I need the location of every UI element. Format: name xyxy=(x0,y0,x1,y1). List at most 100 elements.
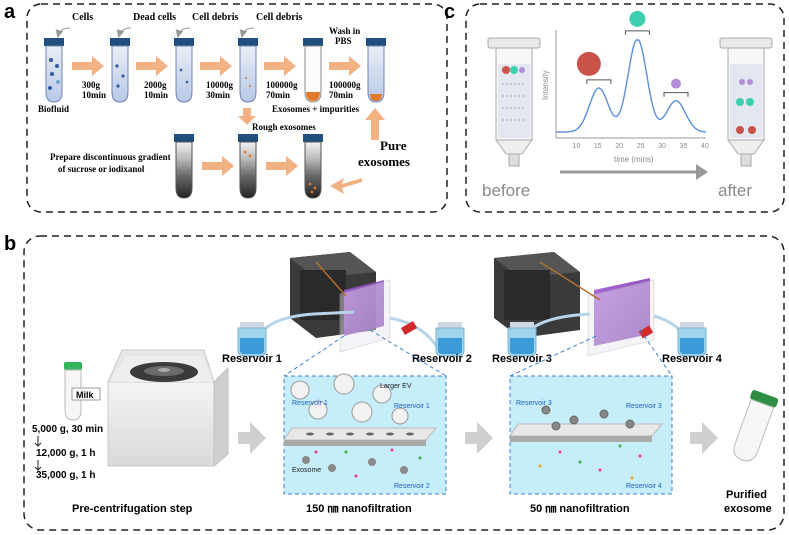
filtration-device-1 xyxy=(252,252,442,355)
tube-step-5 xyxy=(303,38,323,103)
after-label: after xyxy=(718,181,752,200)
peak-particle xyxy=(671,78,681,89)
spin-g-3: 10000g xyxy=(206,80,234,90)
chromatogram-line xyxy=(556,39,707,133)
x-axis-label: time (mins) xyxy=(614,155,654,164)
peak-bracket xyxy=(663,92,689,97)
right-arrow-icon xyxy=(465,422,493,454)
zoom1-exosome: Exosome xyxy=(292,467,321,474)
label-cell-debris-2: Cell debris xyxy=(256,12,302,23)
purified-exosome-tube xyxy=(733,390,779,462)
zoom1-reservoir-1-left: Reservoir 1 xyxy=(292,400,328,407)
panel-b-label: b xyxy=(4,233,16,255)
spin-g-2: 2000g xyxy=(144,80,167,90)
peak-bracket xyxy=(624,30,650,35)
peak-particle xyxy=(576,51,601,76)
reservoir-1-label: Reservoir 1 xyxy=(222,353,282,365)
zoom2-reservoir-4: Reservoir 4 xyxy=(626,483,662,490)
curved-arrow-icon xyxy=(239,27,255,38)
before-label: before xyxy=(482,181,530,200)
x-tick-label: 10 xyxy=(572,143,580,150)
spin-g-4: 100000g xyxy=(266,80,298,90)
zoom1-larger-ev: Larger EV xyxy=(380,383,412,390)
spin-time-4: 70min xyxy=(266,90,290,100)
curved-arrow-icon xyxy=(116,27,132,38)
caption-precentrifugation: Pre-centrifugation step xyxy=(72,503,193,515)
tube-step-6 xyxy=(366,38,386,103)
reservoir-3-vessel xyxy=(507,322,537,357)
x-tick-label: 25 xyxy=(637,143,645,150)
down-arrow-icon xyxy=(238,108,256,125)
wash-label-2: PBS xyxy=(335,36,352,46)
reservoir-4-label: Reservoir 4 xyxy=(662,353,723,365)
spin-step-1: 5,000 g, 30 min xyxy=(32,424,103,435)
right-arrow-icon xyxy=(329,56,361,76)
left-arrow-icon xyxy=(330,178,362,194)
caption-150nm: 150 ㎚ nanofiltration xyxy=(306,503,412,515)
arrow-head-icon xyxy=(696,164,708,180)
tube-step-4 xyxy=(238,38,258,103)
right-arrow-icon xyxy=(690,422,718,454)
up-arrow-icon xyxy=(365,108,385,140)
exosomes-impurities-label: Exosomes + impurities xyxy=(272,104,360,114)
rough-exosomes-label: Rough exosomes xyxy=(252,122,316,132)
tube-step-3 xyxy=(174,38,194,103)
panel-b-frame xyxy=(23,235,785,531)
larger-ev-particles xyxy=(290,373,409,425)
reservoir-2-vessel xyxy=(435,322,465,357)
x-tick-label: 40 xyxy=(701,143,709,150)
right-arrow-icon xyxy=(202,156,234,176)
zoom1-reservoir-1-right: Reservoir 1 xyxy=(394,403,430,410)
zoom1-reservoir-2: Reservoir 2 xyxy=(394,483,430,490)
x-tick-label: 15 xyxy=(594,143,602,150)
purified-label-2: exosome xyxy=(724,503,772,515)
panel-c-label: c xyxy=(444,1,455,23)
spin-time-3: 30min xyxy=(206,90,230,100)
right-arrow-icon xyxy=(264,56,296,76)
pure-exosomes-label-2: exosomes xyxy=(358,154,410,169)
right-arrow-icon xyxy=(266,156,298,176)
right-arrow-icon xyxy=(238,422,266,454)
tube-gradient-2 xyxy=(238,134,258,199)
panel-c: c before after xyxy=(444,1,785,213)
reservoir-1-vessel xyxy=(237,322,267,357)
biofluid-label: Biofluid xyxy=(38,104,69,114)
spin-step-2: 12,000 g, 1 h xyxy=(36,448,95,459)
spin-g-1: 300g xyxy=(82,80,101,90)
x-tick-label: 20 xyxy=(615,143,623,150)
milk-label: Milk xyxy=(76,390,94,400)
zoom-box-1 xyxy=(283,329,447,495)
process-arrows xyxy=(72,56,361,76)
zoom-box-2 xyxy=(509,329,673,495)
spin-time-5: 70min xyxy=(329,90,353,100)
spin-time-2: 10min xyxy=(144,90,168,100)
right-arrow-icon xyxy=(200,56,232,76)
caption-50nm: 50 ㎚ nanofiltration xyxy=(530,503,630,515)
centrifuge-icon xyxy=(107,349,229,468)
purple-membrane-1 xyxy=(344,280,384,336)
column-after xyxy=(719,37,773,167)
tube-biofluid xyxy=(44,38,64,103)
down-arrow-icon xyxy=(34,460,42,472)
tube-gradient-3 xyxy=(303,134,323,199)
peak-particle xyxy=(629,10,646,27)
spin-step-3: 35,000 g, 1 h xyxy=(36,470,95,481)
column-before xyxy=(487,37,541,167)
right-arrow-icon xyxy=(72,56,104,76)
reservoir-2-label: Reservoir 2 xyxy=(412,353,472,365)
label-dead-cells: Dead cells xyxy=(133,12,176,23)
wash-label-1: Wash in xyxy=(329,26,360,36)
spin-g-5: 100000g xyxy=(329,80,361,90)
bottom-arrows xyxy=(202,108,385,194)
x-tick-label: 35 xyxy=(680,143,688,150)
zoom2-reservoir-3-right: Reservoir 3 xyxy=(626,403,662,410)
filtration-device-2 xyxy=(494,252,686,357)
panel-b: b Milk 5,000 g, 30 min 12,000 g, 1 h 35,… xyxy=(4,233,785,531)
panel-a-label: a xyxy=(4,1,16,23)
reservoir-3-label: Reservoir 3 xyxy=(492,353,552,365)
panel-a-frame xyxy=(26,3,448,213)
curved-arrow-icon xyxy=(55,27,71,38)
label-cells: Cells xyxy=(72,12,93,23)
